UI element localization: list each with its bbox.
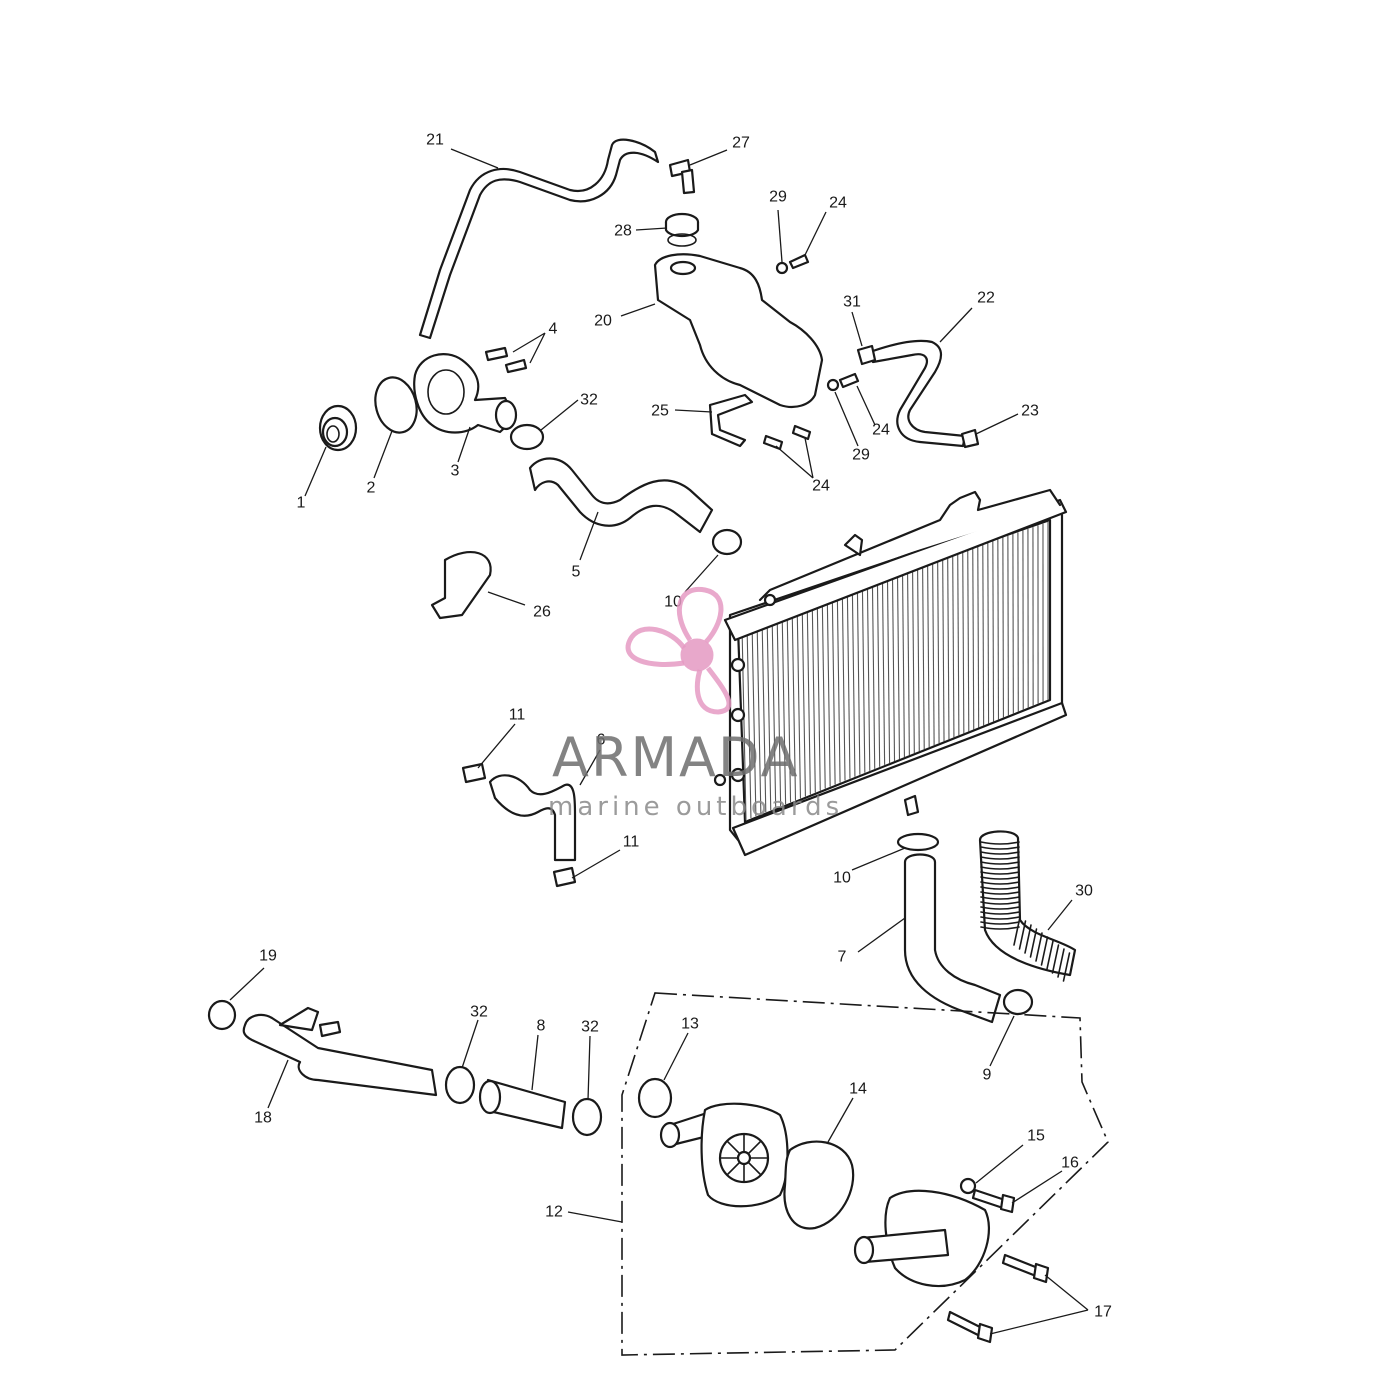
callout-8: 8 xyxy=(537,1018,546,1035)
water-pump-body xyxy=(659,1102,789,1208)
callout-29-low: 29 xyxy=(852,447,870,464)
callout-24-top: 24 xyxy=(829,195,847,212)
callout-32-upper: 32 xyxy=(580,392,598,409)
part-10-clamp-lower xyxy=(896,832,940,852)
callout-11-upper: 11 xyxy=(509,707,526,724)
part-30-corrugated-duct xyxy=(978,830,1077,982)
callout-24-mid: 24 xyxy=(872,422,890,439)
callout-30: 30 xyxy=(1075,883,1093,900)
callout-15: 15 xyxy=(1027,1128,1045,1145)
part-32-clamp-upper xyxy=(509,423,545,451)
callout-10-lower: 10 xyxy=(833,870,851,887)
callout-5: 5 xyxy=(572,564,581,581)
callout-9: 9 xyxy=(983,1067,992,1084)
callout-23: 23 xyxy=(1021,403,1039,420)
part-11-clamp-b xyxy=(552,866,577,888)
part-28-cap xyxy=(664,212,700,247)
part-14-gasket xyxy=(783,1140,855,1230)
part-12-assembly-boundary xyxy=(621,992,1109,1356)
part-3-thermostat-housing xyxy=(413,353,518,434)
callout-20: 20 xyxy=(594,313,612,330)
water-pump-cover xyxy=(853,1189,990,1288)
callout-2: 2 xyxy=(367,480,376,497)
callout-32-lower-left: 32 xyxy=(470,1004,488,1021)
part-11-clamp-a xyxy=(461,762,487,784)
callout-28: 28 xyxy=(614,223,632,240)
radiator xyxy=(713,488,1068,857)
callout-16: 16 xyxy=(1061,1155,1079,1172)
part-1-thermostat xyxy=(318,404,358,452)
part-26-cover-plate xyxy=(430,551,492,620)
leader-lines xyxy=(229,148,1089,1335)
callout-1: 1 xyxy=(297,495,306,512)
callout-26: 26 xyxy=(533,604,551,621)
reservoir-neck xyxy=(669,260,697,276)
watermark-tagline: marine outboards xyxy=(548,792,843,822)
callout-labels: 1 2 3 4 5 6 7 8 9 10 10 11 11 12 13 14 1… xyxy=(254,132,1112,1321)
part-10-clamp-upper xyxy=(711,528,743,556)
part-6-bypass-hose xyxy=(488,774,577,862)
pump-fasteners xyxy=(946,1177,1050,1344)
part-9-clamp xyxy=(1002,988,1034,1016)
callout-13: 13 xyxy=(681,1016,699,1033)
callout-4: 4 xyxy=(549,321,558,338)
part-20-reservoir-tank xyxy=(653,253,824,409)
part-21-breather-hose xyxy=(418,138,660,340)
callout-27: 27 xyxy=(732,135,750,152)
callout-22: 22 xyxy=(977,290,995,307)
part-13-o-ring xyxy=(637,1077,673,1119)
part-18-water-pipe xyxy=(242,1006,438,1097)
part-19-o-ring xyxy=(207,999,237,1031)
part-32-clamp-lower-a xyxy=(444,1065,476,1105)
callout-11-lower: 11 xyxy=(623,834,640,851)
callout-21: 21 xyxy=(426,132,444,149)
callout-12: 12 xyxy=(545,1204,563,1221)
part-7-lower-radiator-hose xyxy=(903,853,1002,1024)
callout-32-lower-right: 32 xyxy=(581,1019,599,1036)
part-5-upper-radiator-hose xyxy=(528,457,714,534)
propeller-icon xyxy=(625,586,732,715)
callout-25: 25 xyxy=(651,403,669,420)
callout-6: 6 xyxy=(597,732,606,749)
callout-31: 31 xyxy=(843,294,861,311)
callout-18: 18 xyxy=(254,1110,272,1127)
callout-24-low: 24 xyxy=(812,478,830,495)
callout-19: 19 xyxy=(259,948,277,965)
armada-watermark: ARMADA marine outboards xyxy=(548,586,843,822)
part-27-fitting xyxy=(668,158,696,195)
part-25-bracket xyxy=(708,393,754,448)
fasteners-upper xyxy=(484,253,980,451)
part-32-clamp-lower-b xyxy=(571,1097,603,1137)
callout-7: 7 xyxy=(838,949,847,966)
watermark-brand: ARMADA xyxy=(552,726,800,789)
part-22-overflow-hose xyxy=(868,339,967,448)
callout-14: 14 xyxy=(849,1081,867,1098)
callout-3: 3 xyxy=(451,463,460,480)
callout-29-top: 29 xyxy=(769,189,787,206)
callout-17: 17 xyxy=(1094,1304,1112,1321)
